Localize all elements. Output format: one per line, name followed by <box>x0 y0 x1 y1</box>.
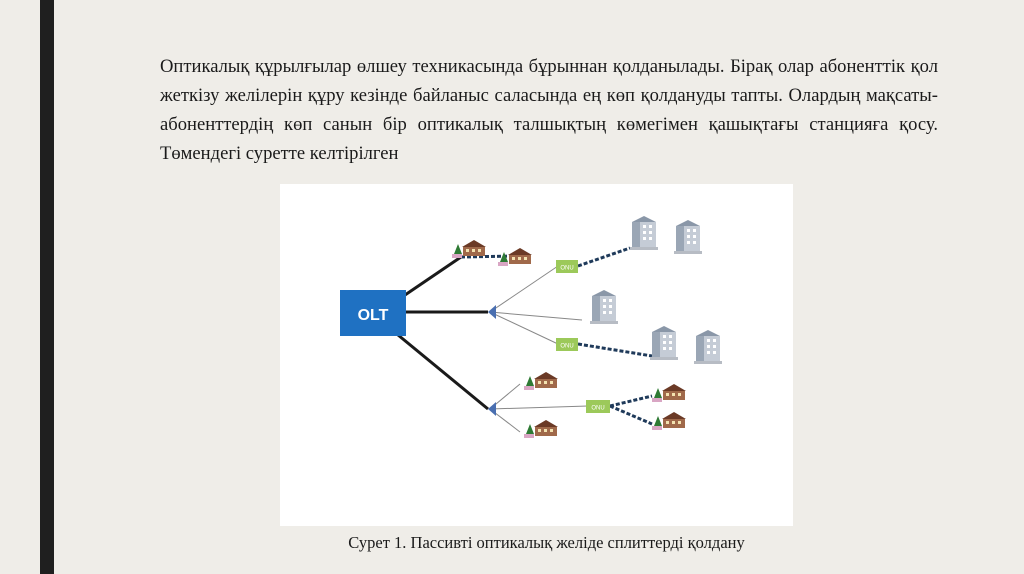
apartment-building-icon <box>694 330 722 364</box>
onu-top-label: ONU <box>560 266 573 272</box>
left-accent-bar <box>40 0 54 574</box>
house-icon <box>652 412 686 430</box>
house-icon <box>524 420 558 438</box>
drop-onu-bottom-a <box>609 394 653 408</box>
splitter-top <box>488 305 496 319</box>
onu-top <box>556 260 578 273</box>
house-icon <box>524 372 558 390</box>
olt-box <box>340 290 406 336</box>
drop-onu-bottom-b <box>609 404 653 426</box>
splitter-bottom <box>488 402 496 416</box>
pon-diagram-svg: OLT ONU ONU ONU <box>340 216 722 438</box>
branch-to-onu-mid <box>489 311 559 345</box>
house-icon <box>652 384 686 402</box>
drop-onu-mid <box>577 342 653 358</box>
apartment-building-icon <box>630 216 658 250</box>
house-icon <box>498 248 532 266</box>
onu-mid-label: ONU <box>560 344 573 350</box>
apartment-building-icon <box>674 220 702 254</box>
onu-mid <box>556 338 578 351</box>
branch-to-onu-top <box>489 265 559 313</box>
onu-bottom <box>586 400 610 413</box>
house-icon <box>452 240 486 258</box>
fiber-olt-onu-top <box>404 255 462 297</box>
figure-caption: Сурет 1. Пассивті оптикалық желіде сплит… <box>348 533 745 552</box>
olt-label: OLT <box>358 307 389 324</box>
drop-onu-top <box>577 246 631 268</box>
pon-diagram: OLT ONU ONU ONU <box>280 184 793 526</box>
branch-to-building-mid <box>489 311 583 321</box>
apartment-building-icon <box>590 290 618 324</box>
branch-to-onu-bottom <box>489 405 589 410</box>
fiber-houses-top <box>460 254 516 259</box>
fiber-olt-splitter-bottom <box>391 328 489 411</box>
apartment-building-icon <box>650 326 678 360</box>
body-paragraph: Оптикалық құрылғылар өлшеу техникасында … <box>160 56 938 164</box>
onu-bottom-label: ONU <box>591 406 604 412</box>
